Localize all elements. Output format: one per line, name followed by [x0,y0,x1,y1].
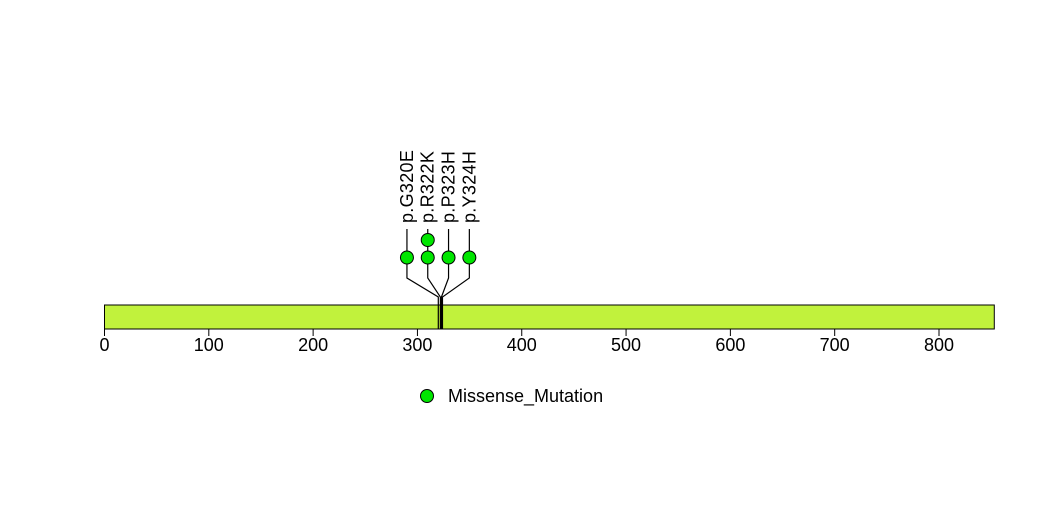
mutation-label: p.R322K [418,151,438,223]
protein-backbone [104,304,995,330]
mutation-label: p.P323H [439,151,459,223]
axis-tick-label: 500 [611,335,641,355]
mutation-marker [420,233,435,247]
axis-tick-label: 600 [715,335,745,355]
axis-tick-label: 700 [820,335,850,355]
mutation-marker [420,250,435,265]
mutation-marker [462,250,477,265]
mutation-marker [441,250,456,265]
axis-tick-label: 300 [402,335,432,355]
mutation-label: p.G320E [397,150,417,223]
axis-tick-label: 200 [298,335,328,355]
mutation-marker [399,250,414,265]
mutation-label: p.Y324H [459,151,479,223]
axis-tick-label: 100 [194,335,224,355]
legend-marker-icon [420,389,434,403]
axis-tick-label: 800 [924,335,954,355]
axis-tick-label: 400 [507,335,537,355]
legend-label: Missense_Mutation [448,386,603,407]
axis-tick-label: 0 [99,335,109,355]
